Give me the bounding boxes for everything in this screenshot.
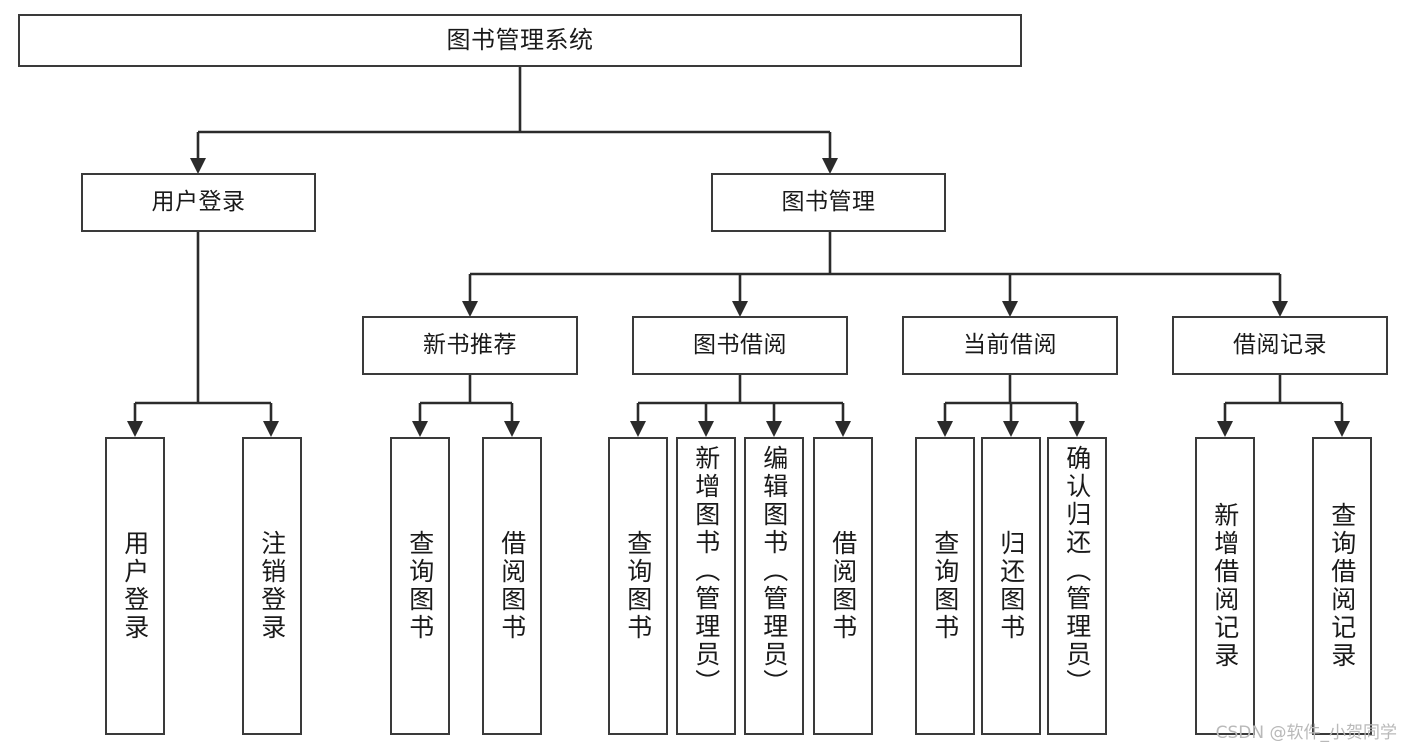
node-leaf-logout-login[interactable]: 注销登录 [242,437,302,735]
node-label: 当前借阅 [963,331,1057,358]
node-label: 图书管理 [781,188,876,215]
node-leaf-add-book[interactable]: 新增图书（管理员） [676,437,736,735]
arrow-leaf-confirm-return [1069,421,1085,437]
node-label: 归还图书 [996,530,1026,642]
node-root-book-management-system[interactable]: 图书管理系统 [18,14,1022,67]
node-leaf-edit-book[interactable]: 编辑图书（管理员） [744,437,804,735]
node-leaf-borrow-book-2[interactable]: 借阅图书 [813,437,873,735]
arrow-new-book-recommend [462,301,478,317]
arrow-borrow-record [1272,301,1288,317]
node-label: 确认归还（管理员） [1062,445,1092,697]
node-leaf-user-login[interactable]: 用户登录 [105,437,165,735]
node-user-login[interactable]: 用户登录 [81,173,316,232]
node-label: 用户登录 [151,188,246,215]
node-label: 新书推荐 [423,331,517,358]
arrow-leaf-user-login [127,421,143,437]
arrow-leaf-logout-login [263,421,279,437]
node-label: 新增借阅记录 [1210,502,1240,670]
node-label: 查询借阅记录 [1327,502,1357,670]
arrow-leaf-borrow-book-2 [835,421,851,437]
node-current-borrow[interactable]: 当前借阅 [902,316,1118,375]
arrow-leaf-query-book-2 [630,421,646,437]
node-leaf-query-book-3[interactable]: 查询图书 [915,437,975,735]
arrow-book-borrow [732,301,748,317]
arrow-current-borrow [1002,301,1018,317]
node-label: 编辑图书（管理员） [759,445,789,697]
node-label: 用户登录 [120,530,150,642]
node-label: 借阅图书 [497,530,527,642]
arrow-leaf-borrow-book-1 [504,421,520,437]
node-label: 图书管理系统 [446,26,594,55]
node-leaf-query-book-2[interactable]: 查询图书 [608,437,668,735]
arrow-leaf-query-book-1 [412,421,428,437]
node-label: 查询图书 [623,530,653,642]
node-book-borrow[interactable]: 图书借阅 [632,316,848,375]
node-label: 借阅图书 [828,530,858,642]
node-leaf-query-record[interactable]: 查询借阅记录 [1312,437,1372,735]
node-label: 借阅记录 [1233,331,1327,358]
node-leaf-query-book-1[interactable]: 查询图书 [390,437,450,735]
node-label: 新增图书（管理员） [691,445,721,697]
arrow-leaf-add-book [698,421,714,437]
arrow-user-login [190,158,206,174]
arrow-book-manage [822,158,838,174]
node-new-book-recommend[interactable]: 新书推荐 [362,316,578,375]
node-label: 图书借阅 [693,331,787,358]
arrow-leaf-return-book [1003,421,1019,437]
csdn-watermark: CSDN @软件_小贺同学 [1215,723,1397,743]
node-label: 查询图书 [930,530,960,642]
node-label: 查询图书 [405,530,435,642]
arrow-leaf-add-record [1217,421,1233,437]
arrow-leaf-query-book-3 [937,421,953,437]
arrow-leaf-query-record [1334,421,1350,437]
node-leaf-borrow-book-1[interactable]: 借阅图书 [482,437,542,735]
node-label: 注销登录 [257,530,287,642]
node-leaf-return-book[interactable]: 归还图书 [981,437,1041,735]
node-book-manage[interactable]: 图书管理 [711,173,946,232]
node-leaf-confirm-return[interactable]: 确认归还（管理员） [1047,437,1107,735]
node-leaf-add-record[interactable]: 新增借阅记录 [1195,437,1255,735]
arrow-leaf-edit-book [766,421,782,437]
node-borrow-record[interactable]: 借阅记录 [1172,316,1388,375]
